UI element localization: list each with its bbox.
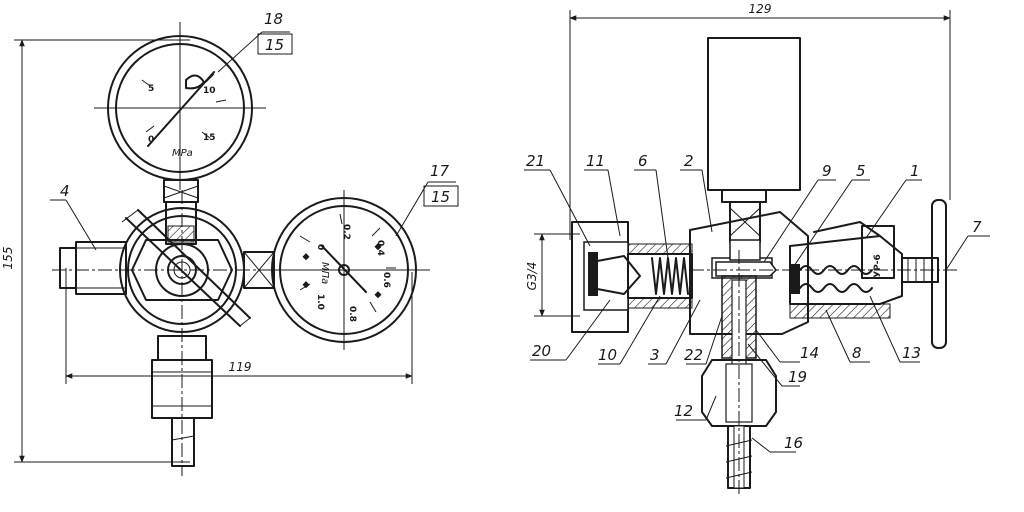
bonnet-with-spring: УР-6 [789,221,903,319]
high-gauge-tick-0: 0 [148,135,154,145]
part-label-21: 21 [526,152,545,170]
part-label-4: 4 [60,182,70,200]
high-pressure-gauge: 0 5 10 15 MPa [94,22,266,203]
part-label-2: 2 [684,152,694,170]
regulator-body-front [52,190,430,476]
high-gauge-unit: MPa [172,148,193,159]
low-gauge-unit: МПа [319,262,330,284]
low-gauge-needle [321,245,367,293]
high-gauge-tick-15: 15 [203,133,216,143]
dim-width-129: 1 2 9 [569,2,951,240]
part-label-11: 11 [586,152,605,170]
leaders-left: 18 15 17 15 4 [50,10,459,251]
part-label-10: 10 [598,346,617,364]
dim-width-text-left: 119 [229,360,252,374]
dim-height-text: 155 [1,247,15,270]
inlet-nut [571,221,641,333]
section-view: 129 G3/4 [524,2,990,496]
leaders-right: 21 11 6 2 9 5 1 7 20 [524,152,990,453]
adjusting-screw [901,199,947,349]
dim-width-119: 119 [65,268,413,384]
part-label-17: 17 [430,162,450,180]
outlet-fitting [701,250,777,496]
gauge-side-box [707,37,801,243]
part-label-12: 12 [674,402,693,420]
high-gauge-tick-10: 10 [203,86,216,96]
part-label-16: 16 [784,434,803,452]
low-gauge-tick-1.0: 1.0 [315,294,325,310]
regulator-body-section [689,211,960,335]
low-gauge-tick-0.8: 0.8 [347,306,357,322]
inlet-spring [651,257,689,295]
part-label-6: 6 [638,152,648,170]
dim-width-text-right: 129 [749,2,772,16]
low-gauge-tick-0.2: 0.2 [341,224,351,240]
part-label-15-side: 15 [431,188,450,206]
low-gauge-markers [302,243,382,299]
high-gauge-tick-5: 5 [148,84,154,94]
part-label-8: 8 [852,344,862,362]
low-pressure-gauge: 0 0.2 0.4 0.6 0.8 1.0 МПа [264,190,424,350]
dim-thread-text: G3/4 [525,262,539,291]
part-label-7: 7 [972,218,982,236]
dim-height-155: 155 [1,39,190,463]
front-view: 155 119 0 5 10 15 [1,10,459,476]
part-label-19: 19 [788,368,807,386]
part-label-15-top: 15 [265,36,284,54]
low-gauge-tick-0.6: 0.6 [381,272,391,288]
part-label-22: 22 [684,346,703,364]
part-label-13: 13 [902,344,921,362]
part-label-5: 5 [856,162,866,180]
part-label-14: 14 [800,344,819,362]
part-label-9: 9 [822,162,832,180]
low-gauge-tick-0: 0 [315,244,325,250]
part-label-18: 18 [264,10,283,28]
dim-thread: G3/4 [525,233,580,317]
part-label-20: 20 [532,342,551,360]
inlet-chamber [627,243,693,309]
part-label-1: 1 [910,162,920,180]
t-handle [931,199,947,349]
body-marking: УР-6 [873,254,883,278]
part-label-3: 3 [650,346,660,364]
